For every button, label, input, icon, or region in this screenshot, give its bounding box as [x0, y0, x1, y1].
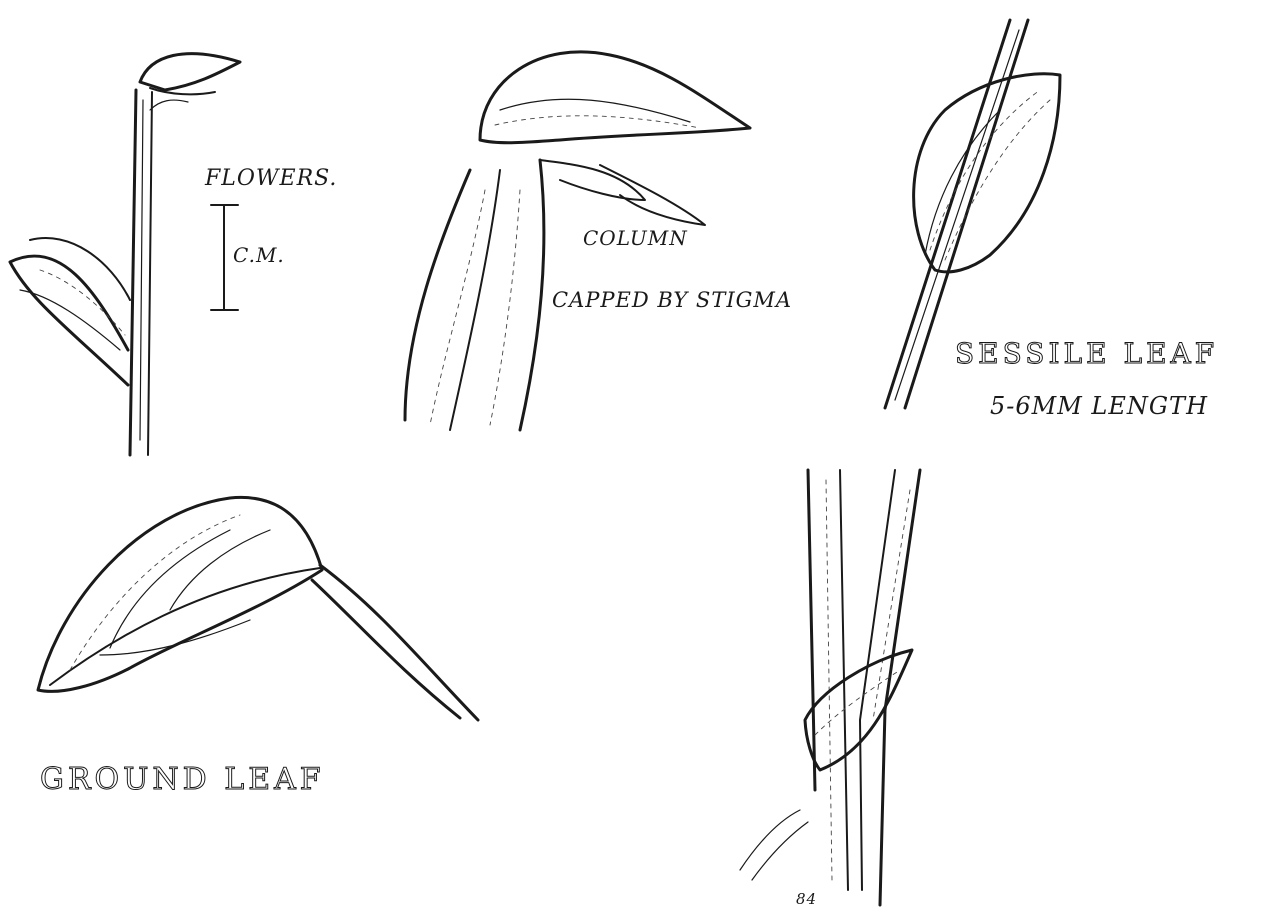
stem-node-drawing: [740, 470, 920, 905]
sessile-leaf-label: SESSILE LEAF: [955, 337, 1218, 370]
flowering-stem-drawing: [10, 54, 240, 455]
ground-leaf-label: GROUND LEAF: [40, 762, 325, 797]
ground-leaf-drawing: [38, 497, 478, 720]
page-number: 84: [796, 890, 817, 908]
column-label: COLUMN: [583, 226, 688, 250]
capped-label: CAPPED BY STIGMA: [552, 288, 792, 312]
length-label: 5-6MM LENGTH: [990, 392, 1208, 420]
scale-label: C.M.: [233, 243, 285, 267]
flowers-label: FLOWERS.: [205, 166, 337, 191]
flower-closeup-drawing: [405, 52, 750, 430]
